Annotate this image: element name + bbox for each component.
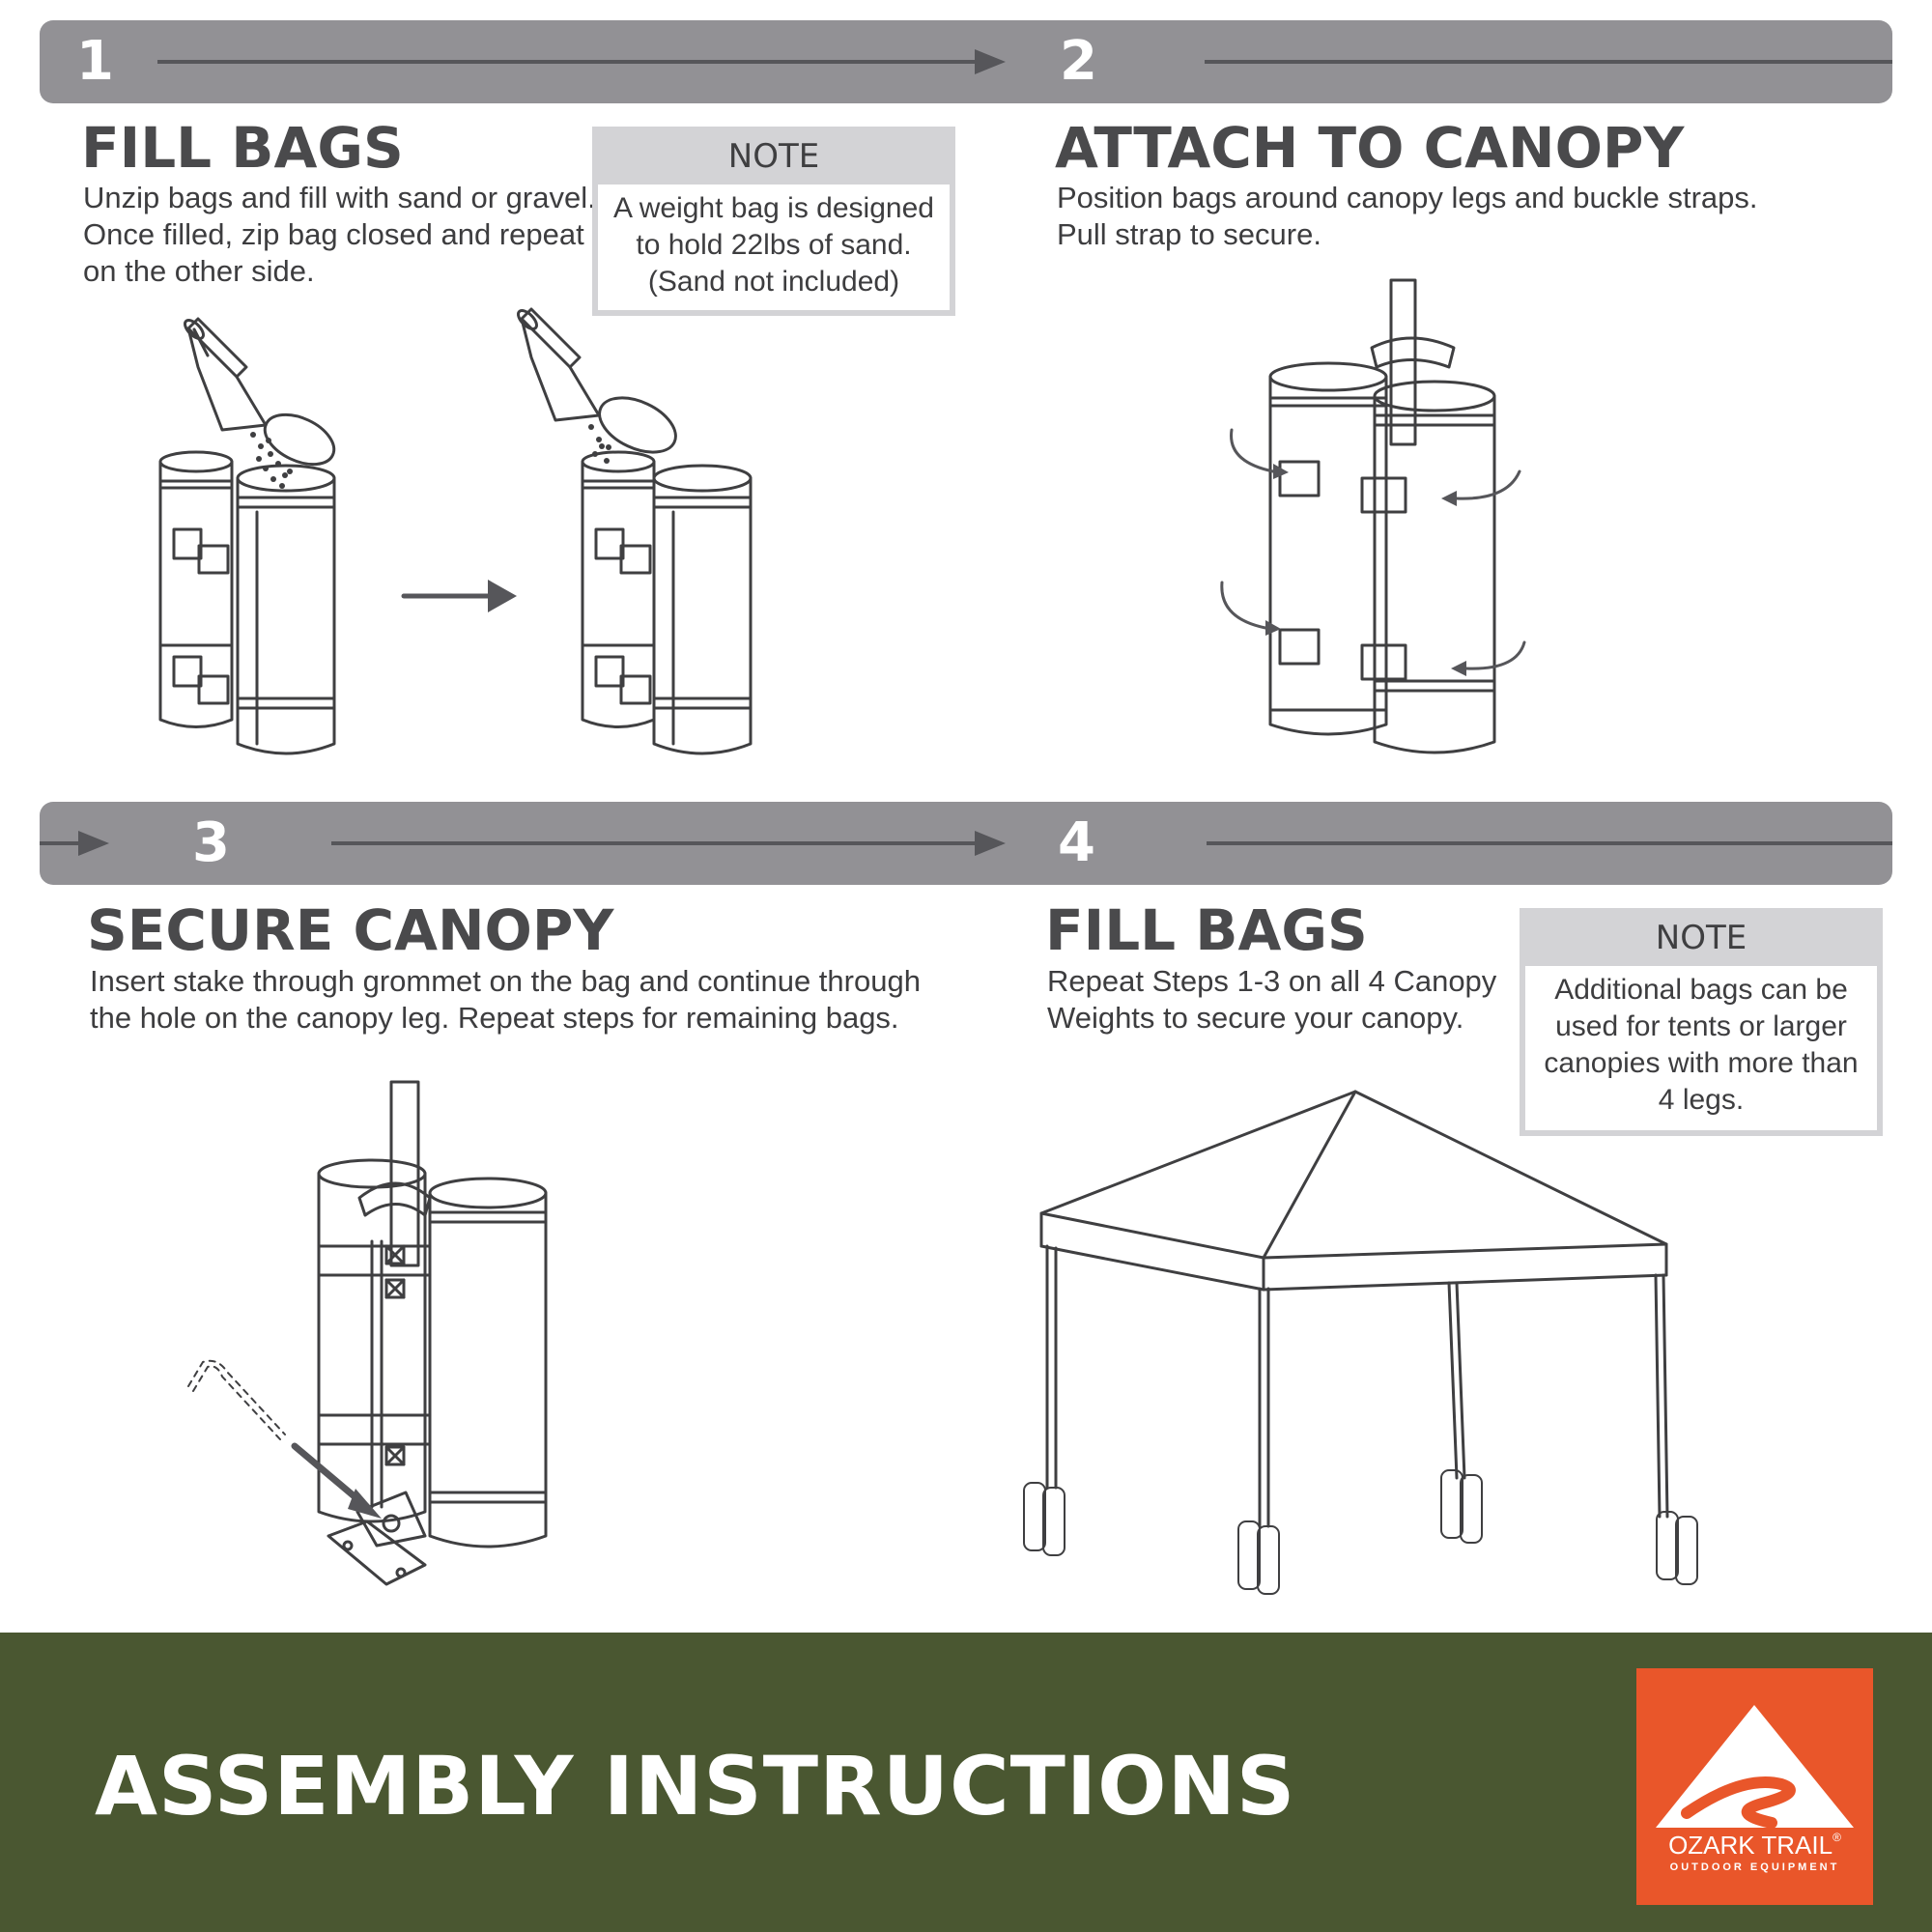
note-2-title: NOTE	[1655, 919, 1747, 957]
step-4-description: Repeat Steps 1-3 on all 4 Canopy Weights…	[1047, 963, 1496, 1037]
ozark-trail-logo: OZARK TRAIL® OUTDOOR EQUIPMENT	[1636, 1668, 1873, 1905]
illustrations	[158, 278, 1698, 1595]
footer-banner: ASSEMBLY INSTRUCTIONS OZARK TRAIL® OUTDO…	[0, 1633, 1932, 1932]
note-2-line-2: used for tents or larger	[1555, 1010, 1847, 1042]
step-band-top: 1 2	[40, 20, 1892, 103]
step-3-description: Insert stake through grommet on the bag …	[90, 963, 921, 1037]
step-2-line-2: Pull strap to secure.	[1057, 217, 1321, 251]
arrow-right-icon	[975, 49, 1006, 74]
logo-tagline: OUTDOOR EQUIPMENT	[1669, 1861, 1840, 1873]
step-2-line-1: Position bags around canopy legs and buc…	[1057, 181, 1758, 214]
step-1-line-3: on the other side.	[83, 254, 315, 288]
note-2-line-4: 4 legs.	[1658, 1084, 1745, 1116]
step-number-4: 4	[1058, 811, 1095, 874]
step-2-description: Position bags around canopy legs and buc…	[1057, 180, 1758, 253]
canopy-tent-icon	[1023, 1090, 1698, 1595]
step-3-line-2: the hole on the canopy leg. Repeat steps…	[90, 1001, 899, 1035]
step-1-line-2: Once filled, zip bag closed and repeat	[83, 217, 584, 251]
step-4-title: FILL BAGS	[1045, 897, 1368, 963]
step-4-line-2: Weights to secure your canopy.	[1047, 1001, 1464, 1035]
mountain-icon	[1656, 1705, 1854, 1829]
arrow-right-icon	[401, 580, 517, 612]
footer-title: ASSEMBLY INSTRUCTIONS	[95, 1739, 1296, 1833]
note-1-line-2: to hold 22lbs of sand.	[636, 229, 912, 261]
step-1-description: Unzip bags and fill with sand or gravel.…	[83, 180, 596, 290]
step-1-line-1: Unzip bags and fill with sand or gravel.	[83, 181, 596, 214]
weight-bags-filled-icon	[517, 307, 753, 755]
arrow-right-icon	[78, 831, 109, 856]
step-3-line-1: Insert stake through grommet on the bag …	[90, 964, 921, 998]
step-number-3: 3	[192, 811, 230, 874]
step-3-title: SECURE CANOPY	[87, 897, 614, 963]
step-4-line-1: Repeat Steps 1-3 on all 4 Canopy	[1047, 964, 1497, 998]
step-number-2: 2	[1060, 30, 1097, 93]
step-1-title: FILL BAGS	[81, 115, 404, 181]
step-band-middle: 3 4	[40, 802, 1892, 885]
note-2-line-3: canopies with more than	[1544, 1047, 1859, 1079]
weight-bags-on-leg-icon	[1220, 278, 1526, 754]
logo-name: OZARK TRAIL	[1668, 1831, 1833, 1860]
arrow-right-icon	[975, 831, 1006, 856]
note-box-2: NOTE Additional bags can be used for ten…	[1520, 908, 1883, 1136]
note-1-title: NOTE	[727, 137, 820, 176]
band-arrows-middle	[40, 831, 1892, 856]
step-number-1: 1	[76, 30, 114, 93]
note-2-line-1: Additional bags can be	[1554, 974, 1848, 1006]
step-2-title: ATTACH TO CANOPY	[1055, 115, 1685, 181]
note-box-1: NOTE A weight bag is designed to hold 22…	[592, 127, 955, 316]
weight-bag-stake-icon	[187, 1080, 548, 1586]
note-1-line-1: A weight bag is designed	[613, 192, 934, 224]
weight-bags-filling-icon	[158, 317, 336, 755]
logo-registered: ®	[1833, 1831, 1841, 1844]
band-arrows-top	[157, 49, 1892, 74]
note-1-line-3: (Sand not included)	[647, 266, 900, 298]
